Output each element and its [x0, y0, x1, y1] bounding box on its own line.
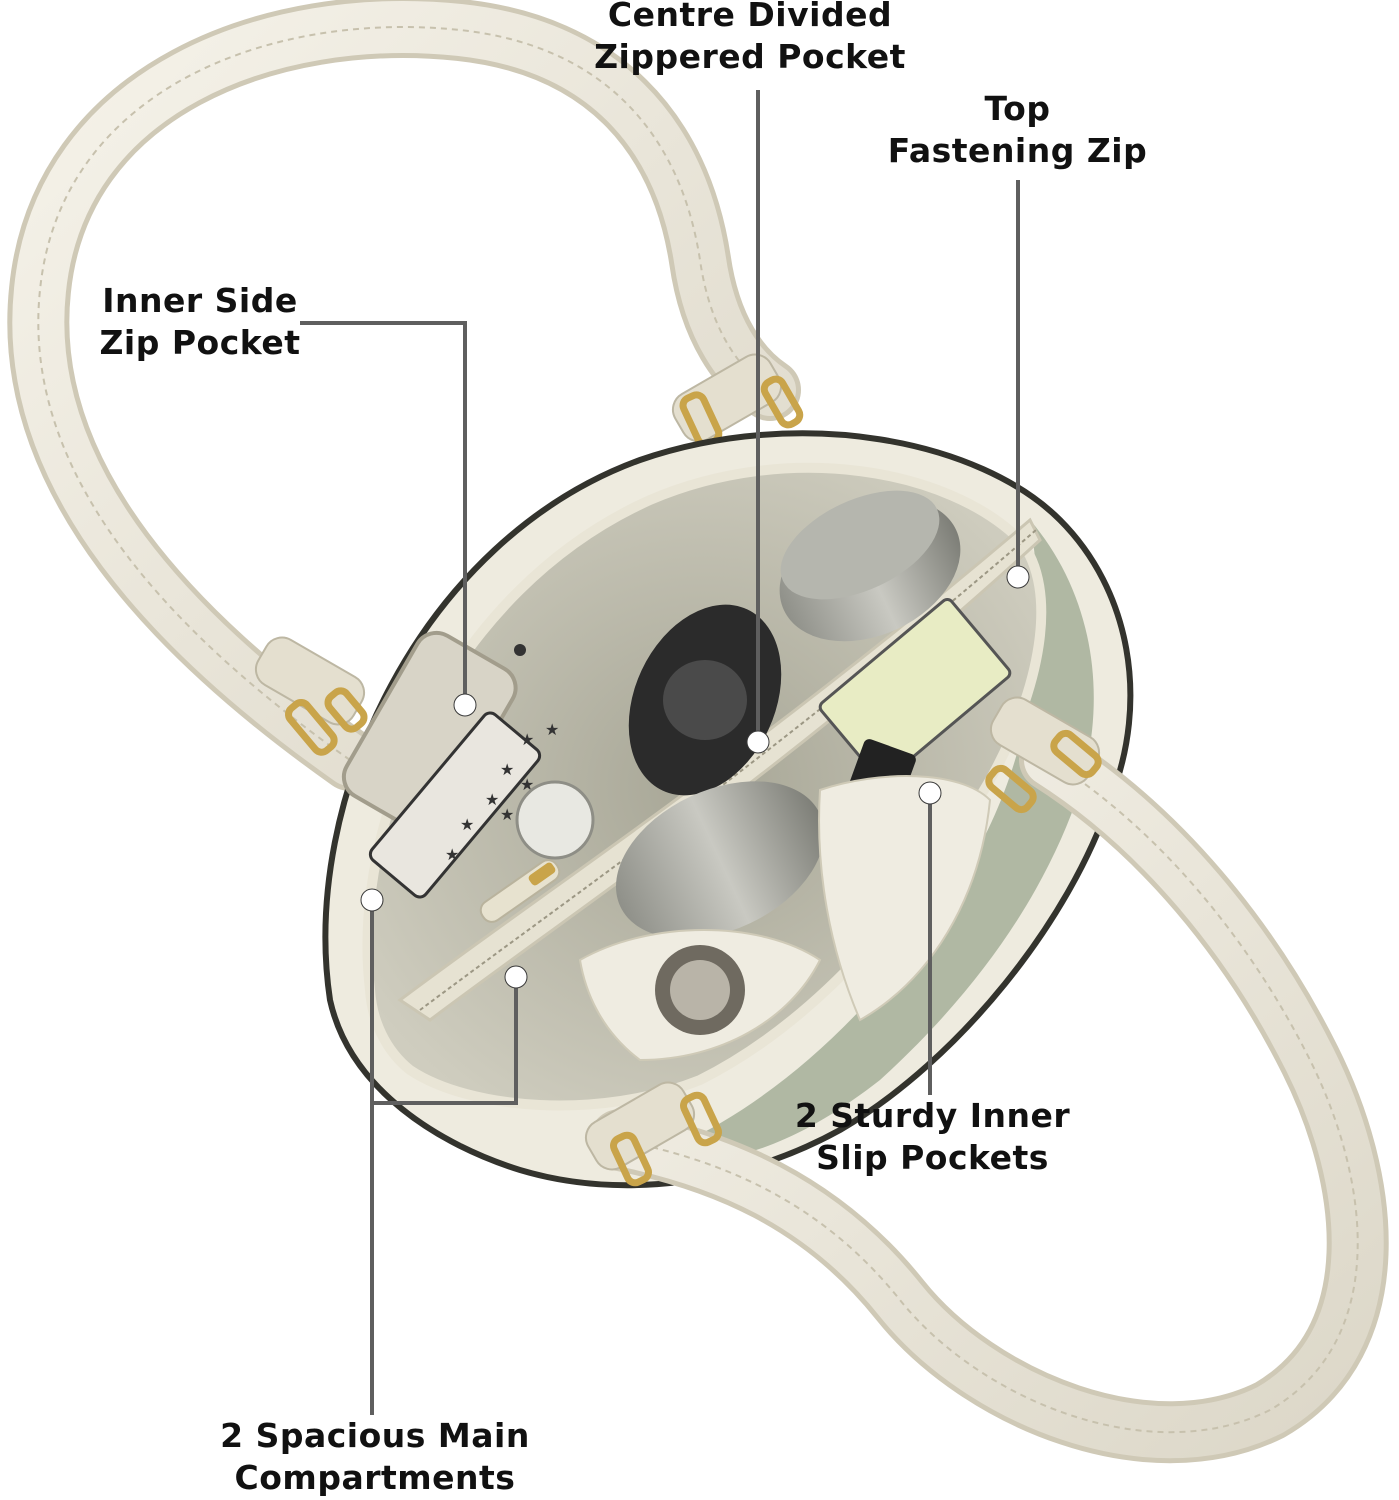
svg-text:★: ★ [545, 720, 559, 739]
callout-slip-pockets-line2: Slip Pockets [816, 1138, 1049, 1177]
callout-centre-pocket-line1: Centre Divided [607, 0, 893, 34]
marker-centre-pocket [746, 730, 770, 754]
callout-top-zip-line2: Fastening Zip [887, 131, 1148, 170]
callout-leaders [300, 90, 1020, 1415]
callout-side-zip-line1: Inner Side [102, 281, 298, 320]
leader-main-compartments [370, 900, 518, 1105]
bottom-handle-hardware [584, 696, 1102, 1187]
leader-side-zip [300, 321, 467, 705]
top-handle-hardware [254, 353, 804, 756]
callout-side-zip: Inner Side Zip Pocket [95, 280, 305, 364]
callout-slip-pockets-line1: 2 Sturdy Inner [794, 1096, 1071, 1135]
marker-top-zip [1006, 565, 1030, 589]
callout-top-zip: Top Fastening Zip [880, 88, 1155, 172]
top-handle-strap [7, 0, 801, 791]
marker-main-left [360, 888, 384, 912]
svg-text:★: ★ [500, 760, 514, 779]
svg-text:★: ★ [445, 845, 459, 864]
bottom-handle-strap [589, 729, 1389, 1464]
bag-contents: ★★★ ★★★ ★★ [341, 490, 1012, 1062]
callout-top-zip-line1: Top [984, 89, 1051, 128]
callout-main-compartments-line2: Compartments [234, 1458, 516, 1497]
marker-main-right [504, 965, 528, 989]
callout-side-zip-line2: Zip Pocket [99, 323, 301, 362]
callout-centre-pocket-line2: Zippered Pocket [594, 37, 906, 76]
callout-main-compartments: 2 Spacious Main Compartments [215, 1415, 535, 1499]
marker-side-zip [453, 693, 477, 717]
callout-slip-pockets: 2 Sturdy Inner Slip Pockets [790, 1095, 1075, 1179]
svg-text:★: ★ [460, 815, 474, 834]
svg-text:★: ★ [520, 730, 534, 749]
svg-text:★: ★ [485, 790, 499, 809]
svg-text:★: ★ [500, 805, 514, 824]
marker-slip-pockets [918, 781, 942, 805]
callout-markers [360, 565, 1030, 989]
callout-main-compartments-line1: 2 Spacious Main [220, 1416, 530, 1455]
callout-centre-pocket: Centre Divided Zippered Pocket [580, 0, 920, 78]
